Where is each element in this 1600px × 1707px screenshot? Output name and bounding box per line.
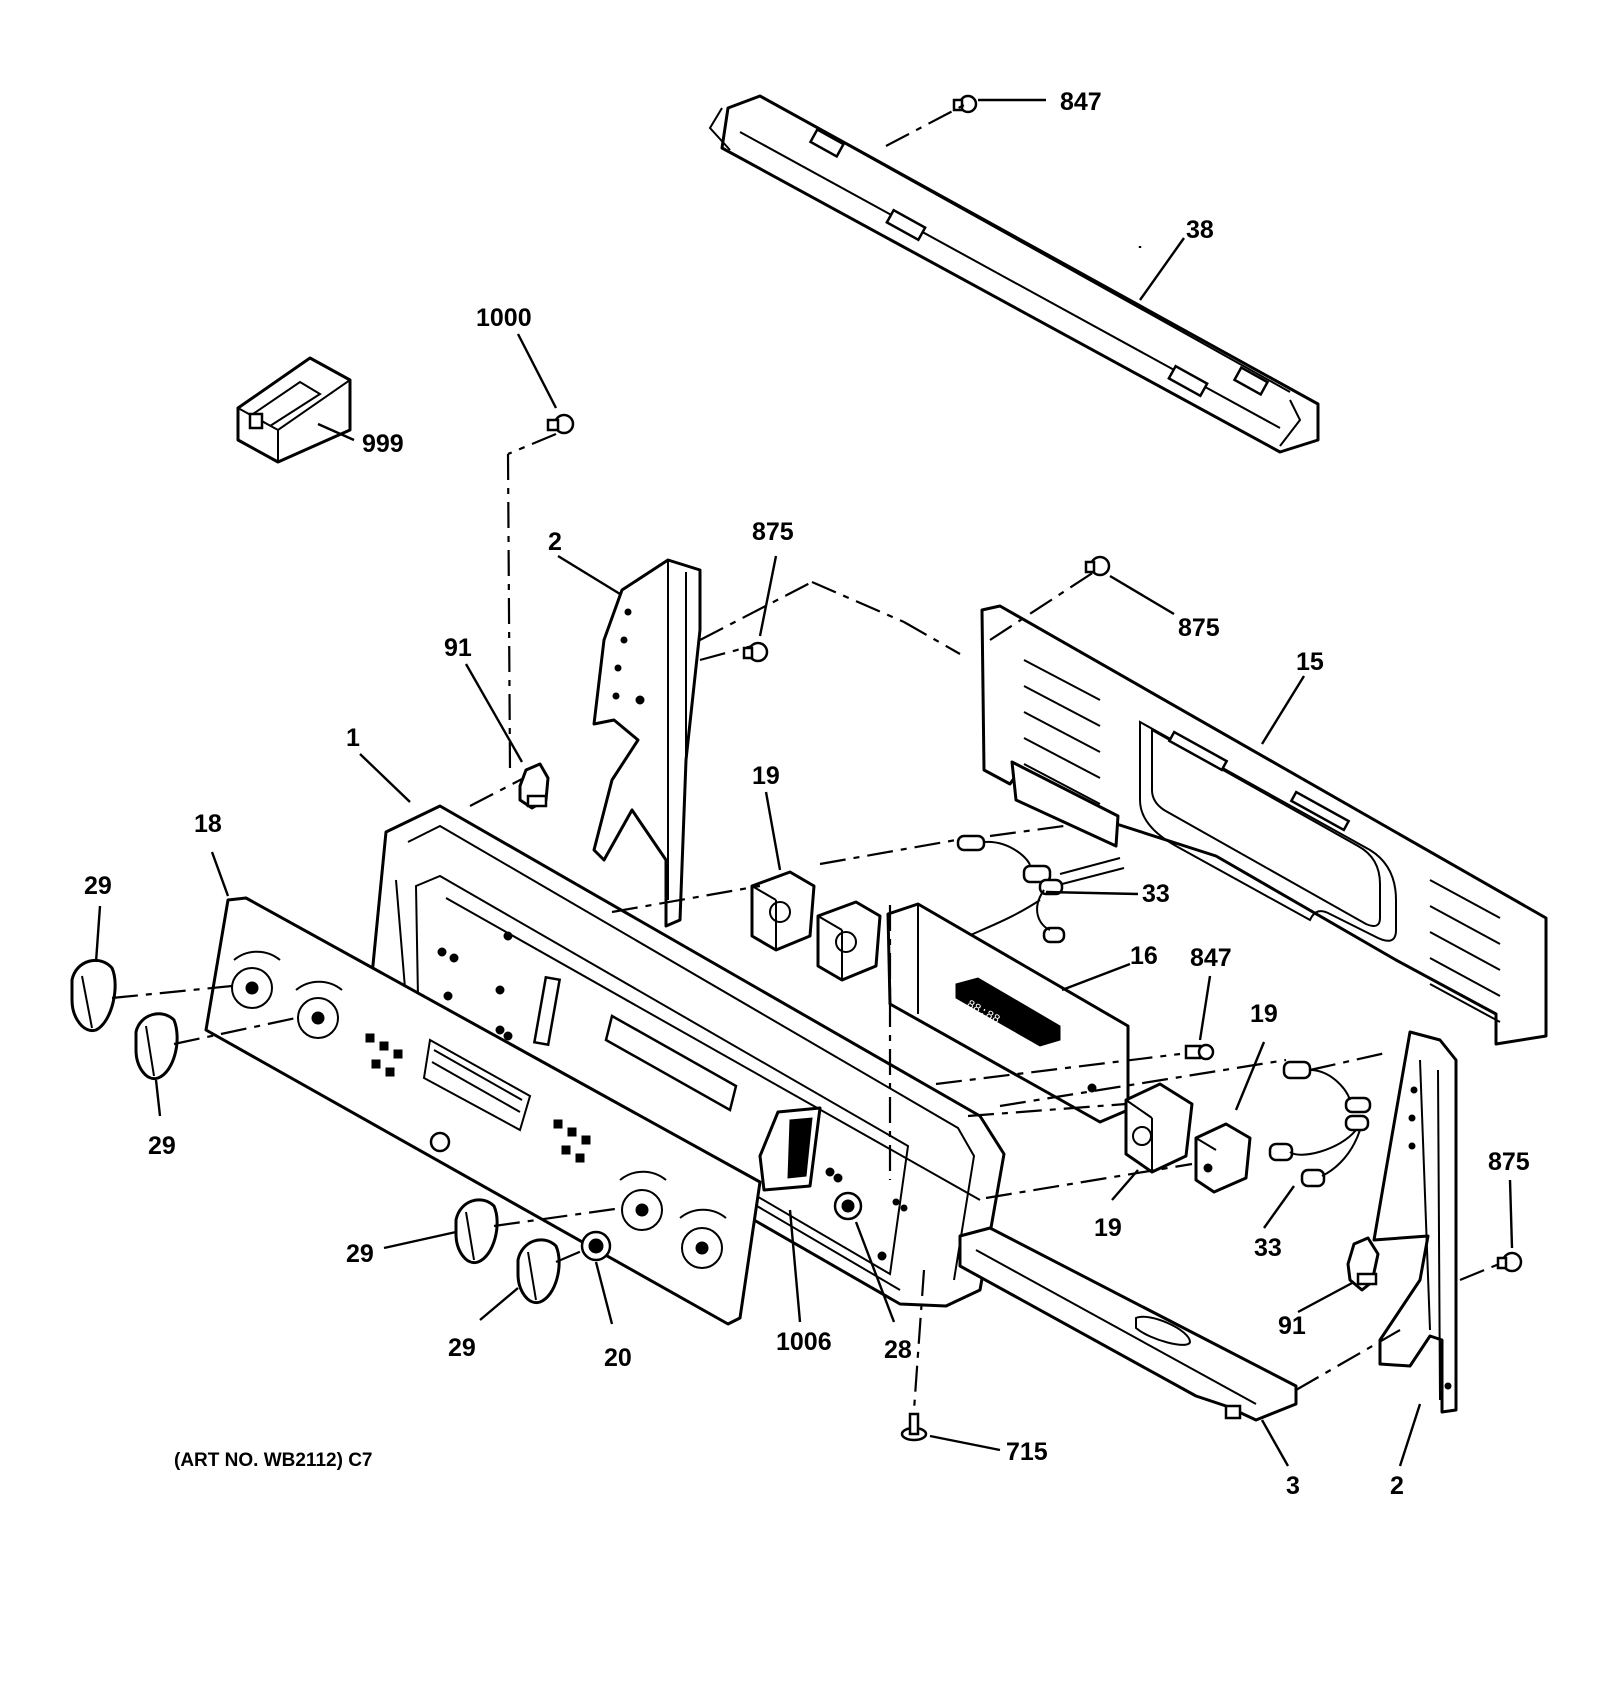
side-bracket-part-2-right [1372,1030,1458,1414]
label-20: 20 [604,1344,632,1372]
knob-part-29-a [70,958,117,1033]
knob-part-29-c [454,1198,499,1265]
label-875-mid: 875 [752,518,794,546]
label-29-b: 29 [148,1132,176,1160]
assembly-lines [111,103,1505,1411]
knob-part-28 [833,1191,863,1221]
label-1: 1 [346,724,360,752]
rear-rail-part-38 [708,94,1320,454]
switch-part-19-right-b [1194,1122,1252,1194]
screw-part-875-mid [742,641,769,663]
package-part-999 [236,356,352,464]
faceplate-keypad [365,1033,591,1163]
label-2-left: 2 [548,528,562,556]
screw-part-715 [900,1412,928,1442]
label-33-top: 33 [1142,880,1170,908]
side-bracket-part-2-left [592,558,702,928]
leader-lines [94,98,1514,1467]
trim-part-3 [958,1226,1298,1422]
callout-labels: 847 38 1000 999 2 875 875 15 91 1 19 33 … [84,88,1530,1500]
faceplate-part-18 [204,896,762,1326]
clip-part-91-left [518,762,550,810]
switch-part-19-mid-b [816,900,882,982]
label-875-far: 875 [1488,1148,1530,1176]
label-19-mid: 19 [752,762,780,790]
screw-part-847-top [952,94,978,114]
label-18: 18 [194,810,222,838]
label-715: 715 [1006,1438,1048,1466]
label-847-top: 847 [1060,88,1102,116]
screw-part-1000 [546,413,575,435]
label-999: 999 [362,430,404,458]
rear-panel-part-15 [980,604,1548,1046]
label-1006: 1006 [776,1328,832,1356]
label-847-right: 847 [1190,944,1232,972]
screw-part-875-right [1084,555,1111,577]
label-19-right-bottom: 19 [1094,1214,1122,1242]
label-91-left: 91 [444,634,472,662]
clip-part-91-right [1346,1236,1380,1292]
switch-part-19-mid-a [750,870,816,952]
screw-part-847-right [1184,1043,1215,1061]
harness-part-33-top [956,834,1125,944]
label-38: 38 [1186,216,1214,244]
vent-slots-right [1429,879,1501,1023]
knob-part-29-d [516,1238,561,1305]
label-29-c: 29 [346,1240,374,1268]
label-91-right: 91 [1278,1312,1306,1340]
harness-part-33-bottom [1268,1060,1372,1188]
panel-dots [437,931,908,1261]
knob-part-29-b [134,1012,179,1081]
label-29-d: 29 [448,1334,476,1362]
bezel-part-20 [580,1230,612,1262]
display-cover-part-1006 [758,1106,822,1192]
art-number: (ART NO. WB2112) C7 [174,1450,372,1471]
label-33-bottom: 33 [1254,1234,1282,1262]
label-19-right-top: 19 [1250,1000,1278,1028]
switch-part-19-right-a [1124,1082,1194,1174]
label-875-right: 875 [1178,614,1220,642]
label-28: 28 [884,1336,912,1364]
vent-slots-left [1023,659,1101,805]
label-3: 3 [1286,1472,1300,1500]
label-15: 15 [1296,648,1324,676]
label-16: 16 [1130,942,1158,970]
label-2-right: 2 [1390,1472,1404,1500]
label-29-a: 29 [84,872,112,900]
screw-part-875-far [1496,1251,1523,1273]
label-1000: 1000 [476,304,532,332]
